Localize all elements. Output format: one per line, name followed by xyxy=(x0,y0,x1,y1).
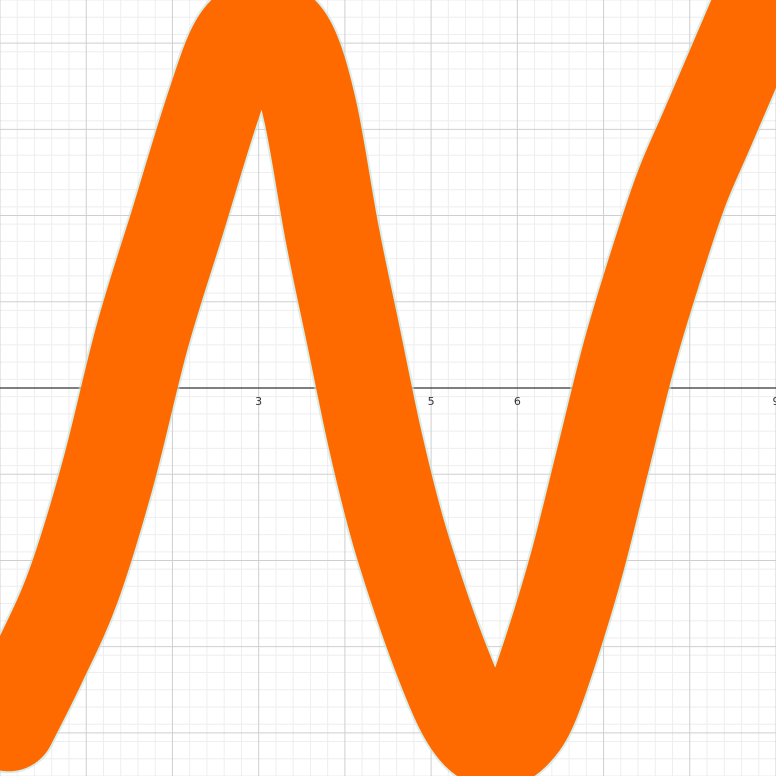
x-tick-label: 6 xyxy=(514,395,521,408)
x-tick-label: 5 xyxy=(428,395,435,408)
x-tick-label: 9 xyxy=(773,395,776,408)
x-tick-label: 3 xyxy=(255,395,262,408)
